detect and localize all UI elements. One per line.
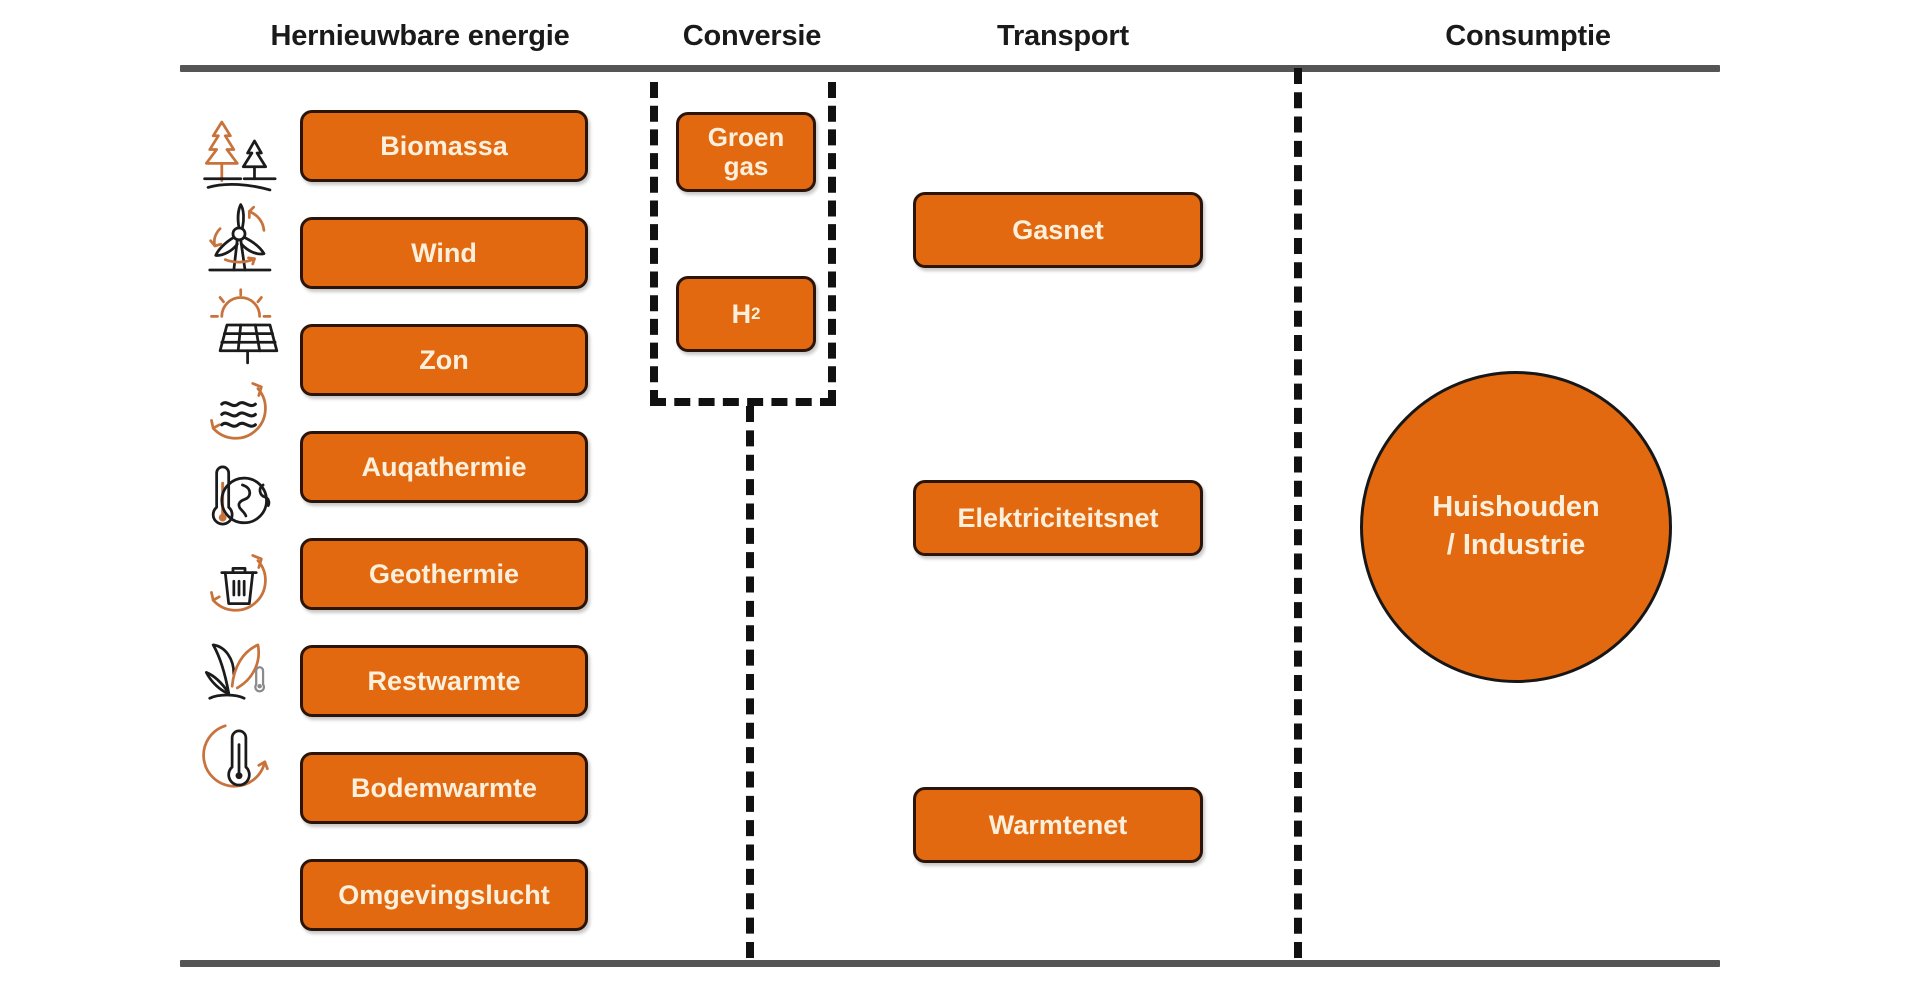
column-header-transport: Transport bbox=[997, 20, 1129, 52]
top-divider-rule bbox=[180, 65, 1720, 72]
renewable-box-geothermie[interactable]: Geothermie bbox=[300, 538, 588, 610]
conversion-box-groen-gas[interactable]: Groen gas bbox=[676, 112, 816, 192]
renewable-box-bodemwarmte[interactable]: Bodemwarmte bbox=[300, 752, 588, 824]
plant-thermometer-icon bbox=[196, 626, 282, 712]
waste-bin-recycle-icon bbox=[196, 540, 282, 626]
renewable-box-zon[interactable]: Zon bbox=[300, 324, 588, 396]
column-header-conversie: Conversie bbox=[682, 20, 822, 52]
consumption-line2: / Industrie bbox=[1446, 529, 1586, 561]
bottom-divider-rule bbox=[180, 960, 1720, 967]
wind-turbine-icon bbox=[196, 196, 282, 282]
solar-panel-icon bbox=[196, 282, 282, 368]
renewable-box-restwarmte[interactable]: Restwarmte bbox=[300, 645, 588, 717]
conversion-h2-symbol: H bbox=[731, 298, 752, 329]
column-header-hernieuwbare-energie: Hernieuwbare energie bbox=[270, 20, 570, 52]
renewable-box-omgevingslucht[interactable]: Omgevingslucht bbox=[300, 859, 588, 931]
thermometer-circle-icon bbox=[196, 712, 282, 798]
conversion-vertical-dashed-line bbox=[746, 406, 754, 958]
consumption-line1: Huishouden bbox=[1432, 491, 1600, 524]
column-header-consumptie: Consumptie bbox=[1445, 20, 1611, 52]
thermometer-globe-icon bbox=[196, 454, 282, 540]
renewable-box-auqathermie[interactable]: Auqathermie bbox=[300, 431, 588, 503]
consumption-circle-huishouden-industrie[interactable]: Huishouden / Industrie bbox=[1360, 371, 1672, 683]
conversion-h2-subscript: 2 bbox=[751, 303, 761, 323]
conversion-groen-gas-line2: gas bbox=[723, 151, 769, 181]
consumption-vertical-dashed-line bbox=[1294, 68, 1302, 958]
renewable-box-wind[interactable]: Wind bbox=[300, 217, 588, 289]
renewable-box-biomassa[interactable]: Biomassa bbox=[300, 110, 588, 182]
aquathermy-waves-icon bbox=[196, 368, 282, 454]
trees-icon bbox=[196, 110, 282, 196]
transport-box-warmtenet[interactable]: Warmtenet bbox=[913, 787, 1203, 863]
transport-box-gasnet[interactable]: Gasnet bbox=[913, 192, 1203, 268]
conversion-groen-gas-line1: Groen bbox=[707, 121, 785, 152]
conversion-dashed-frame bbox=[650, 82, 836, 406]
transport-box-elektriciteitsnet[interactable]: Elektriciteitsnet bbox=[913, 480, 1203, 556]
